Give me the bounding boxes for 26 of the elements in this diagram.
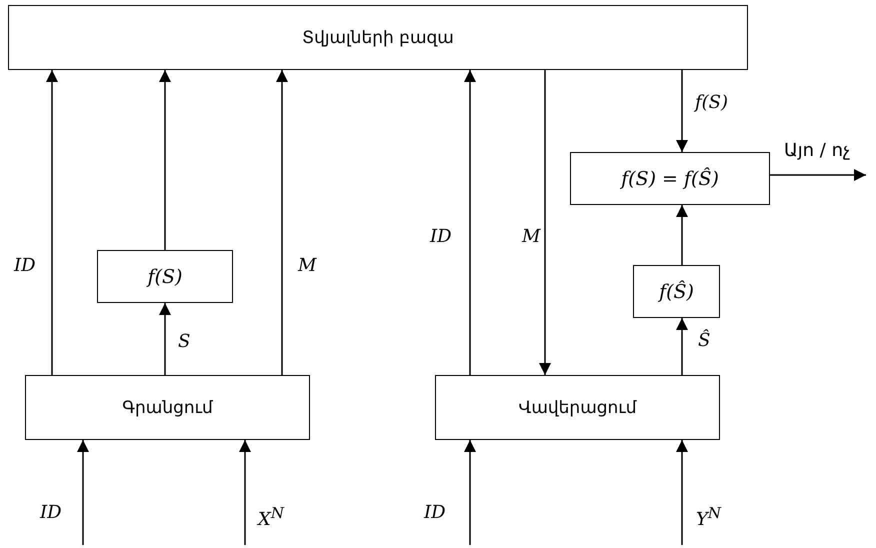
arrow bbox=[464, 440, 476, 545]
arrow bbox=[464, 70, 476, 375]
process-box bbox=[97, 250, 233, 303]
process-box bbox=[570, 152, 770, 205]
arrow bbox=[159, 303, 171, 375]
arrow bbox=[676, 70, 688, 152]
process-box bbox=[633, 265, 720, 318]
arrow bbox=[676, 205, 688, 265]
arrow bbox=[676, 318, 688, 375]
arrow bbox=[276, 70, 288, 375]
arrow bbox=[46, 70, 58, 375]
arrow bbox=[159, 70, 171, 250]
arrow bbox=[239, 440, 251, 545]
formula-text: f(S) = f(Ŝ) bbox=[621, 168, 719, 190]
box-label: Գրանցում bbox=[122, 398, 213, 418]
formula-text: f(Ŝ) bbox=[659, 280, 694, 302]
arrow bbox=[770, 169, 866, 181]
process-box bbox=[435, 375, 720, 440]
box-label: Տվյալների բազա bbox=[302, 28, 454, 48]
arrow bbox=[77, 440, 89, 545]
arrow bbox=[676, 440, 688, 545]
arrow bbox=[539, 70, 551, 375]
box-label: Վավերացում bbox=[518, 398, 636, 418]
process-box bbox=[8, 5, 748, 70]
formula-text: f(S) bbox=[148, 266, 182, 288]
process-box bbox=[25, 375, 310, 440]
